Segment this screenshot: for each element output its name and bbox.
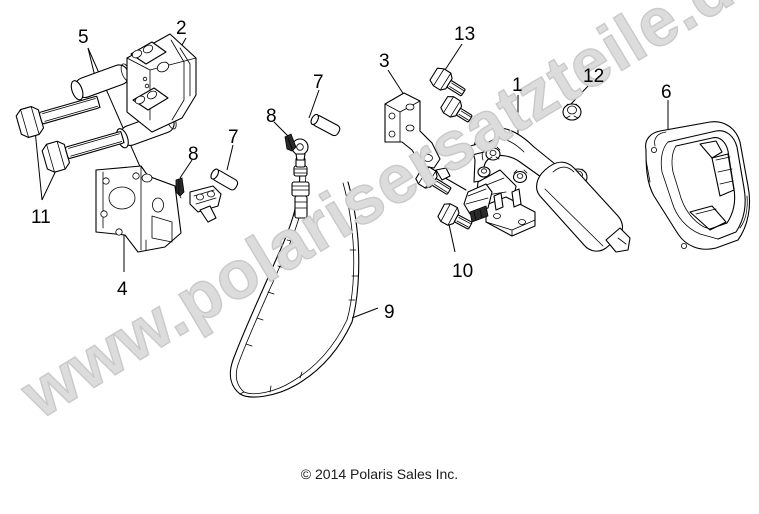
callout-6: 6 [661,82,672,103]
callout-8-lower: 8 [188,144,199,165]
brake-switch [435,167,493,223]
cable-eyelet [291,138,309,161]
callout-7-lower: 7 [228,127,239,148]
part-10-flange-bolt [437,203,473,230]
callout-10: 10 [452,261,474,282]
callout-12: 12 [583,66,605,87]
callout-1: 1 [512,75,523,96]
flange-nut-upper [562,103,582,121]
cable-adjuster-barrel [291,157,310,219]
copyright-notice: © 2014 Polaris Sales Inc. [300,466,459,482]
callout-4: 4 [117,279,128,300]
part-11-hex-bolts [15,95,125,173]
part-2-upper-bracket [126,33,197,133]
callout-13: 13 [454,24,476,45]
part-8-cotter-pin-left [175,177,185,197]
part-6-lever-cover [645,121,751,250]
callout-3: 3 [379,51,390,72]
part-7-clevis-pin-upper [310,113,341,137]
part-13-flange-bolts [415,67,473,195]
callout-5: 5 [78,27,89,48]
callout-2: 2 [176,18,187,39]
part-9-brake-cable [229,138,360,398]
callout-8-upper: 8 [266,106,277,127]
cable-end-fitting-left [189,185,222,223]
part-8-cotter-pin-upper [284,133,297,152]
callout-11: 11 [31,207,51,228]
callout-9: 9 [384,302,395,323]
part-4-lower-plate [95,165,182,253]
part-1-brake-lever-assembly [435,127,631,253]
part-3-support-bracket [384,92,441,169]
callout-7-upper: 7 [313,72,324,93]
part-7-clevis-pin-left [210,168,239,191]
